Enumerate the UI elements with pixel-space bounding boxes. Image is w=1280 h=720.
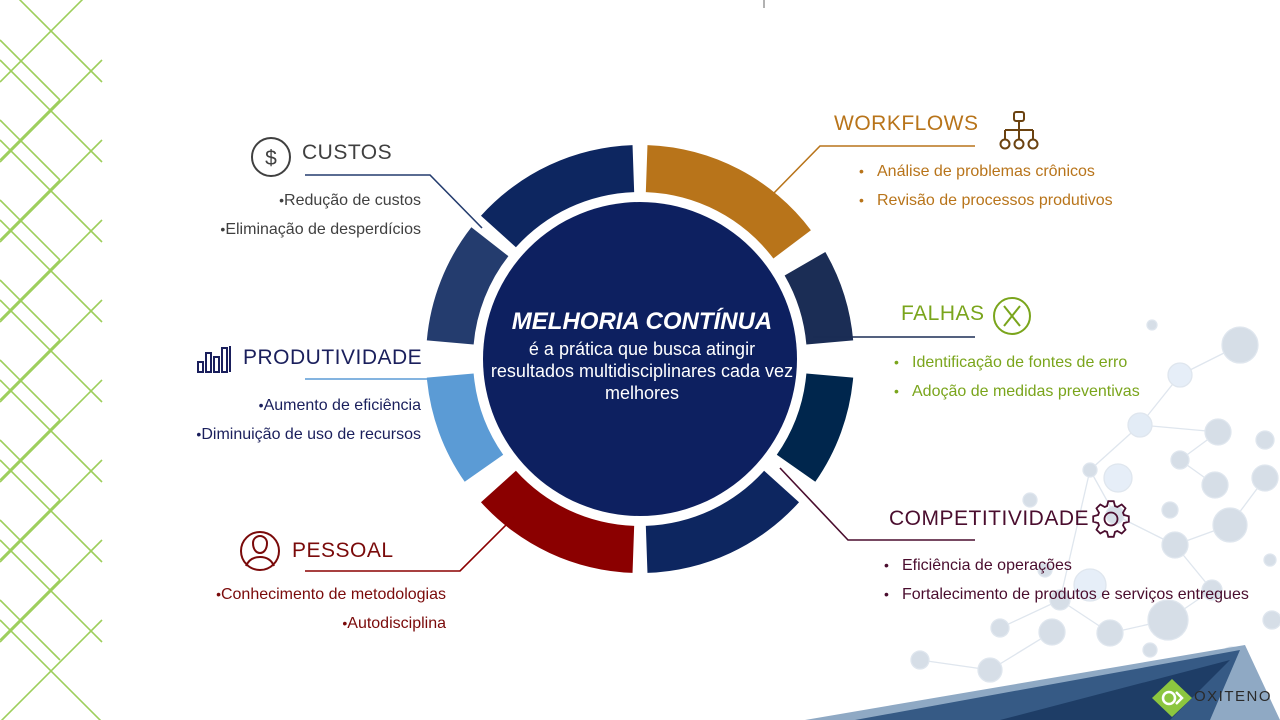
decorative-ribbon bbox=[805, 645, 1280, 720]
competitividade-list: Eficiência de operações Fortalecimento d… bbox=[884, 551, 1249, 609]
list-item: Revisão de processos produtivos bbox=[859, 186, 1113, 215]
ring-segment-upper-left bbox=[426, 227, 509, 345]
gear-icon bbox=[1092, 500, 1130, 538]
gear-outline bbox=[1092, 500, 1130, 538]
list-item: Eliminação de desperdícios bbox=[207, 215, 421, 244]
pessoal-list: Conhecimento de metodologias Autodiscipl… bbox=[203, 580, 446, 638]
ring-segment-bottom-right bbox=[645, 470, 800, 573]
list-item: Diminuição de uso de recursos bbox=[183, 420, 421, 449]
list-item: Identificação de fontes de erro bbox=[894, 348, 1140, 377]
pessoal-title: PESSOAL bbox=[292, 539, 394, 562]
competitividade-title: COMPETITIVIDADE bbox=[889, 507, 1090, 530]
decorative-lattice bbox=[0, 0, 103, 720]
org-chart-icon bbox=[999, 111, 1039, 150]
ring-segment-lower-left bbox=[426, 373, 504, 482]
ring-segment-lower-right bbox=[776, 373, 854, 482]
gear-hub bbox=[1103, 511, 1119, 527]
list-item: Aumento de eficiência bbox=[183, 391, 421, 420]
ring-segment-bottom-left bbox=[480, 470, 635, 573]
workflows-title: WORKFLOWS bbox=[834, 112, 979, 135]
center-text: MELHORIA CONTÍNUA é a prática que busca … bbox=[490, 306, 794, 404]
x-circle-icon bbox=[993, 297, 1031, 335]
dollar-circle-icon: $ bbox=[251, 137, 291, 177]
falhas-title: FALHAS bbox=[901, 302, 985, 325]
brand-name: OXITENO bbox=[1194, 688, 1273, 705]
custos-connector bbox=[305, 174, 483, 229]
list-item: Redução de custos bbox=[207, 186, 421, 215]
produtividade-title: PRODUTIVIDADE bbox=[243, 346, 423, 369]
list-item: Conhecimento de metodologias bbox=[203, 580, 446, 609]
svg-text:$: $ bbox=[265, 147, 277, 170]
ring-segment-upper-right bbox=[784, 252, 854, 345]
list-item: Adoção de medidas preventivas bbox=[894, 377, 1140, 406]
person-icon bbox=[240, 531, 280, 571]
ring-segment-top-left bbox=[480, 145, 635, 248]
competitividade-connector bbox=[779, 467, 975, 541]
center-description: é a prática que busca atingir resultados… bbox=[490, 339, 794, 403]
list-item: Análise de problemas crônicos bbox=[859, 157, 1113, 186]
center-circle bbox=[483, 202, 797, 516]
oxiteno-logo-icon bbox=[1152, 679, 1192, 717]
custos-list: Redução de custos Eliminação de desperdí… bbox=[207, 186, 421, 244]
list-item: Eficiência de operações bbox=[884, 551, 1249, 580]
connector-lines bbox=[305, 145, 975, 572]
ring bbox=[426, 145, 854, 573]
list-item: Fortalecimento de produtos e serviços en… bbox=[884, 580, 1249, 609]
center-title: MELHORIA CONTÍNUA bbox=[511, 308, 773, 335]
ring-segment-top-right bbox=[645, 145, 811, 259]
produtividade-list: Aumento de eficiência Diminuição de uso … bbox=[183, 391, 421, 449]
workflows-connector bbox=[771, 145, 975, 196]
workflows-list: Análise de problemas crônicos Revisão de… bbox=[859, 157, 1113, 215]
falhas-list: Identificação de fontes de erro Adoção d… bbox=[894, 348, 1140, 406]
list-item: Autodisciplina bbox=[203, 609, 446, 638]
pessoal-connector bbox=[305, 516, 515, 572]
bar-chart-icon bbox=[197, 346, 231, 373]
custos-title: CUSTOS bbox=[302, 141, 393, 164]
decorative-molecules bbox=[910, 319, 1280, 683]
